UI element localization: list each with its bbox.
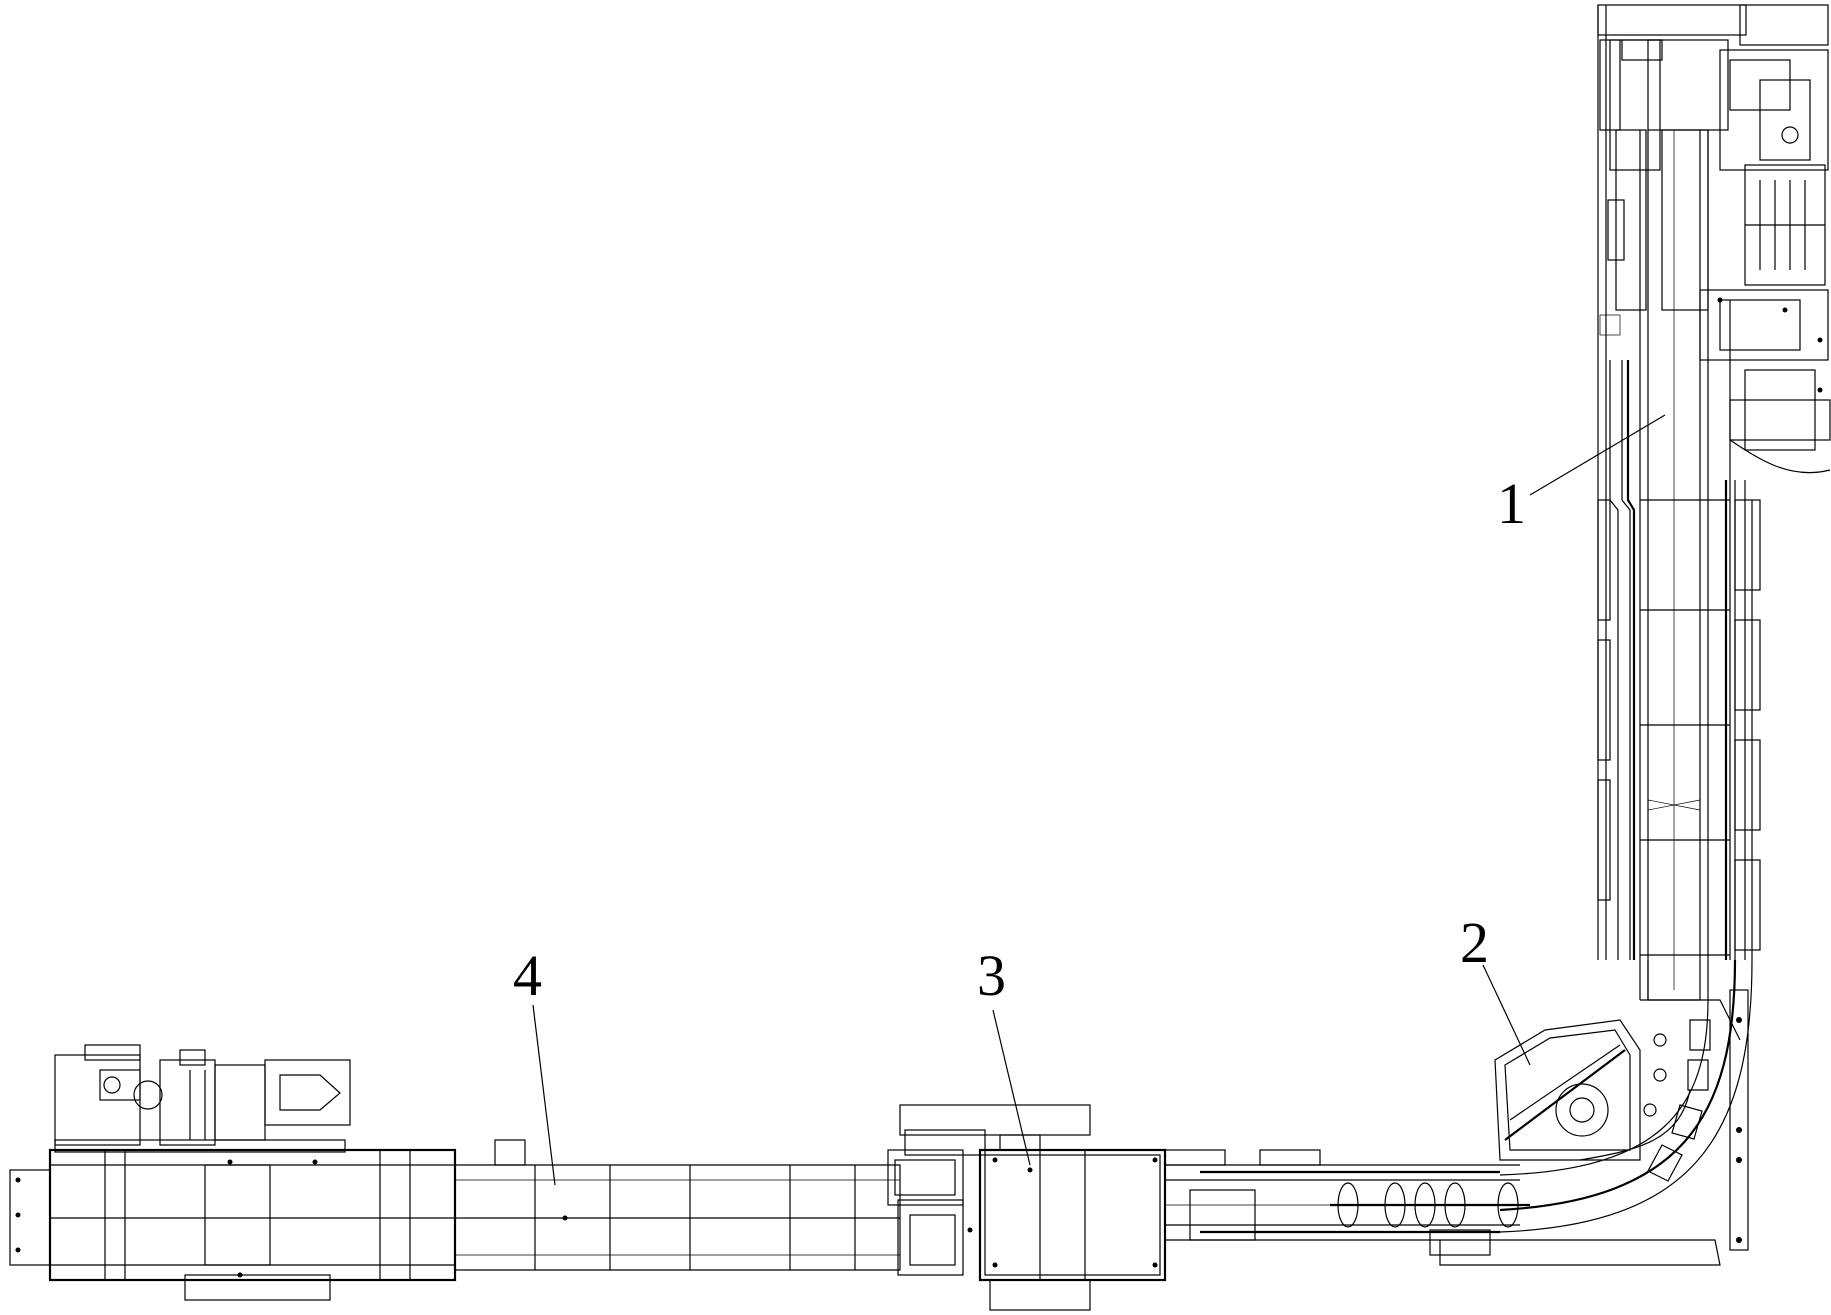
leader-lines <box>532 414 1666 1186</box>
callout-1: 1 <box>1497 471 1526 536</box>
drive-unit-3 <box>887 1104 1167 1311</box>
chain-links <box>1330 1182 1530 1228</box>
callouts: 1 2 3 4 <box>513 471 1526 1008</box>
horizontal-conveyor-4 <box>9 1044 901 1301</box>
callout-2: 2 <box>1460 910 1489 975</box>
bend-section <box>1439 959 1753 1266</box>
callout-3: 3 <box>977 943 1006 1008</box>
horizontal-conveyor-right <box>1164 1149 1530 1256</box>
callout-4: 4 <box>513 943 542 1008</box>
vertical-conveyor-section <box>1597 4 1831 1000</box>
